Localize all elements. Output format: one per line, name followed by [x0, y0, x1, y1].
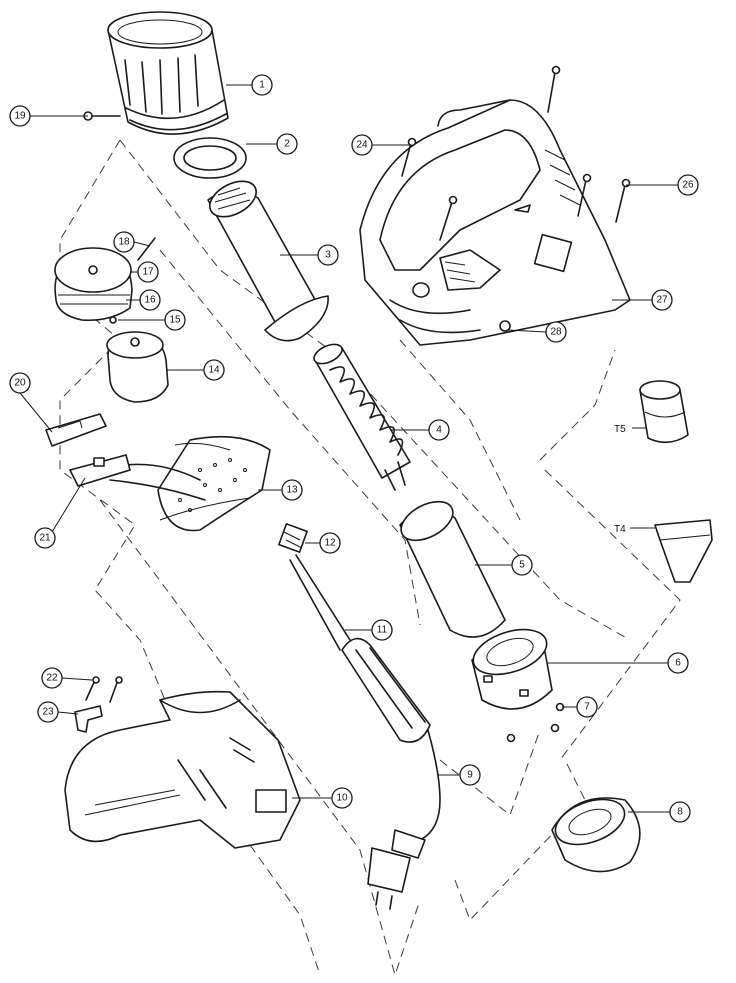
- svg-text:16: 16: [144, 295, 156, 306]
- callout-7: 7: [576, 696, 598, 718]
- svg-text:15: 15: [169, 315, 181, 326]
- callout-10: 10: [331, 787, 353, 809]
- callout-12: 12: [319, 532, 341, 554]
- assembly-guide-lines: [59, 139, 681, 977]
- svg-text:1: 1: [259, 80, 265, 91]
- svg-text:10: 10: [336, 793, 348, 804]
- part-gasket-ring: [173, 137, 247, 179]
- callout-18: 18: [113, 231, 135, 253]
- callout-28: 28: [545, 321, 567, 343]
- part-front-ring: [471, 628, 553, 710]
- svg-text:26: 26: [682, 180, 694, 191]
- callout-1: 1: [251, 74, 273, 96]
- part-heating-element: [313, 343, 411, 491]
- svg-text:12: 12: [324, 538, 336, 549]
- callout-26: 26: [677, 174, 699, 196]
- svg-text:24: 24: [356, 140, 368, 151]
- callout-15: 15: [164, 309, 186, 331]
- callout-24: 24: [351, 134, 373, 156]
- svg-text:17: 17: [142, 267, 154, 278]
- part-cord-clip: [74, 676, 123, 733]
- callout-3: 3: [317, 244, 339, 266]
- part-top-cap: [107, 11, 229, 135]
- label-t4: T4: [614, 524, 626, 535]
- part-fan-assembly: [54, 237, 156, 324]
- part-switch-bracket: [45, 413, 107, 447]
- nozzle-t5: [639, 380, 689, 444]
- callout-9: 9: [459, 764, 481, 786]
- svg-text:22: 22: [46, 673, 58, 684]
- svg-text:19: 19: [14, 111, 26, 122]
- svg-text:21: 21: [39, 533, 51, 544]
- svg-text:23: 23: [42, 707, 54, 718]
- part-connector: [278, 523, 308, 553]
- part-circuit-board: [99, 435, 271, 532]
- nozzle-t4: [654, 519, 713, 583]
- callout-5: 5: [511, 554, 533, 576]
- svg-text:7: 7: [584, 702, 590, 713]
- part-power-cord: [367, 719, 441, 910]
- callout-11: 11: [371, 619, 393, 641]
- part-right-housing: [359, 99, 631, 346]
- svg-text:13: 13: [286, 485, 298, 496]
- callout-19: 19: [9, 105, 31, 127]
- svg-text:14: 14: [208, 365, 220, 376]
- callout-23: 23: [37, 701, 59, 723]
- svg-text:5: 5: [519, 560, 525, 571]
- callout-17: 17: [137, 261, 159, 283]
- callout-8: 8: [669, 801, 691, 823]
- callout-4: 4: [428, 419, 450, 441]
- callout-14: 14: [203, 359, 225, 381]
- part-heating-tube: [207, 180, 329, 342]
- callout-13: 13: [281, 479, 303, 501]
- svg-text:9: 9: [467, 770, 473, 781]
- svg-text:6: 6: [675, 658, 681, 669]
- callout-2: 2: [276, 133, 298, 155]
- callout-27: 27: [651, 289, 673, 311]
- svg-text:11: 11: [377, 625, 388, 636]
- svg-text:4: 4: [436, 425, 442, 436]
- part-screw-19: [83, 111, 121, 121]
- part-front-cap: [551, 797, 641, 873]
- callout-21: 21: [34, 527, 56, 549]
- part-left-housing: [64, 690, 301, 849]
- part-motor: [106, 331, 169, 403]
- callout-6: 6: [667, 652, 689, 674]
- part-cord-relief: [289, 554, 431, 743]
- svg-text:18: 18: [118, 237, 130, 248]
- part-screws-7: [506, 702, 565, 743]
- part-inner-tube: [399, 500, 506, 638]
- callout-20: 20: [9, 372, 31, 394]
- leader-lines: [19, 84, 678, 813]
- callout-22: 22: [41, 667, 63, 689]
- svg-text:27: 27: [656, 295, 668, 306]
- svg-text:28: 28: [550, 327, 562, 338]
- svg-text:2: 2: [284, 139, 290, 150]
- svg-text:3: 3: [325, 250, 331, 261]
- callout-16: 16: [139, 289, 161, 311]
- svg-text:20: 20: [14, 378, 26, 389]
- svg-text:8: 8: [677, 807, 683, 818]
- label-t5: T5: [614, 424, 626, 435]
